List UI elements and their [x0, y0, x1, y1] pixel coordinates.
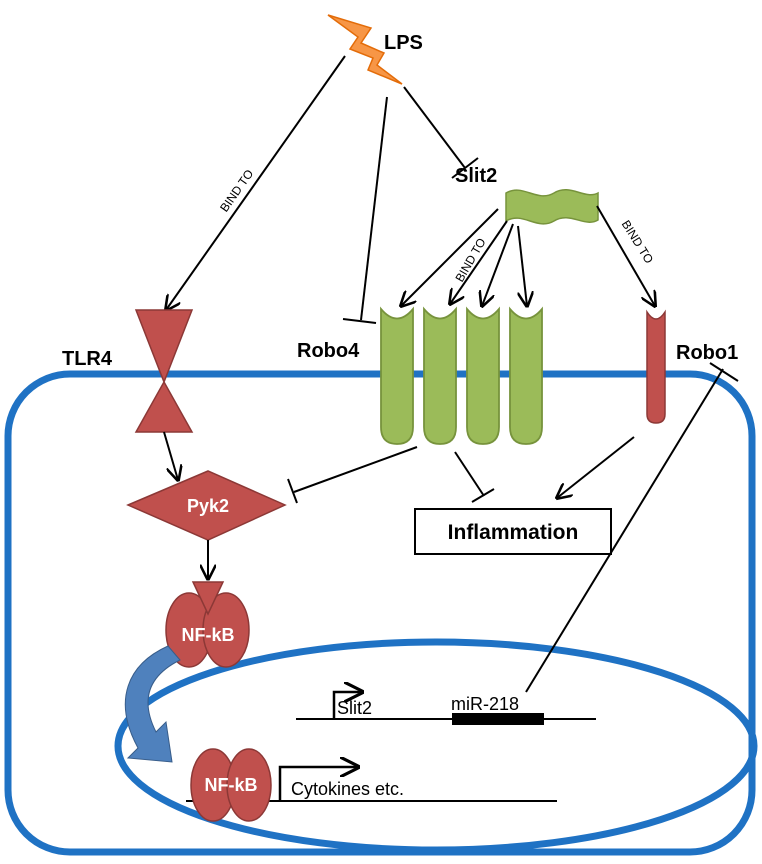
slit2-promoter-arrow — [332, 692, 362, 719]
mir218-locus — [452, 713, 544, 725]
cytokines-promoter-arrow — [278, 767, 358, 801]
edge-mir218-inhibits-robo1-bar — [709, 362, 739, 382]
cell-membrane — [4, 370, 756, 856]
robo4-subunit-3 — [466, 306, 500, 445]
gene-mir218-label: miR-218 — [451, 694, 519, 714]
edge-robo4-inhibits-inflammation-bar — [471, 488, 495, 503]
inflammation-box — [414, 508, 612, 555]
pyk2-node — [126, 470, 287, 541]
edge-slit2-robo4-3 — [482, 223, 514, 306]
gene-cytokines-label: Cytokines etc. — [291, 779, 404, 799]
bind-to-label-slit2-robo4: BIND TO — [452, 236, 488, 285]
nfkb-inhibitor-triangle — [191, 581, 225, 616]
lps-label: LPS — [384, 32, 423, 54]
nfkb-cytoplasm-subunit-right — [202, 592, 250, 668]
edge-lps-inhibits-robo4 — [360, 96, 388, 321]
tlr4-label: TLR4 — [62, 348, 113, 370]
edge-slit2-robo4-4 — [517, 225, 527, 306]
edge-lps-inhibits-slit2-bar — [451, 157, 479, 179]
robo4-receptor — [380, 306, 543, 445]
edge-tlr4-pyk2 — [163, 431, 178, 480]
edge-mir218-inhibits-robo1 — [525, 368, 724, 693]
robo4-subunit-1 — [380, 306, 414, 445]
lps-lightning-icon — [327, 14, 403, 85]
edge-slit2-robo4-2 — [450, 220, 508, 304]
nfkb-translocation-arrow — [124, 645, 181, 763]
robo4-subunit-4 — [509, 306, 543, 445]
gene-slit2-label: Slit2 — [337, 698, 372, 718]
slit2-ligand — [505, 189, 599, 225]
edge-robo4-inhibits-inflammation — [454, 451, 485, 497]
nfkb-cytoplasm-label: NF-kB — [182, 625, 235, 645]
edge-slit2-robo1 — [596, 205, 655, 306]
nfkb-cytoplasm-complex: NF-kB — [165, 581, 250, 668]
edge-robo4-inhibits-pyk2 — [293, 446, 418, 493]
edge-lps-inhibits-slit2 — [403, 86, 466, 169]
nfkb-nucleus-subunit-right — [226, 748, 272, 822]
edge-lps-tlr4 — [166, 55, 346, 310]
pyk2-label: Pyk2 — [187, 496, 229, 516]
tlr4-receptor — [134, 309, 194, 433]
robo1-label: Robo1 — [676, 342, 738, 364]
edge-robo1-inflammation — [557, 436, 635, 498]
edge-robo4-inhibits-pyk2-bar — [287, 478, 298, 504]
nfkb-nucleus-complex: NF-kB — [190, 748, 272, 822]
edge-slit2-robo4-1 — [401, 208, 499, 306]
robo4-label: Robo4 — [297, 340, 360, 362]
bind-to-label-slit2-robo1: BIND TO — [619, 218, 656, 266]
nucleus — [114, 638, 758, 854]
nfkb-nucleus-label: NF-kB — [205, 775, 258, 795]
robo4-subunit-2 — [423, 306, 457, 445]
robo1-receptor — [646, 309, 666, 424]
inflammation-label: Inflammation — [448, 521, 579, 544]
slit2-label: Slit2 — [455, 165, 497, 187]
edge-lps-inhibits-robo4-bar — [342, 318, 377, 324]
